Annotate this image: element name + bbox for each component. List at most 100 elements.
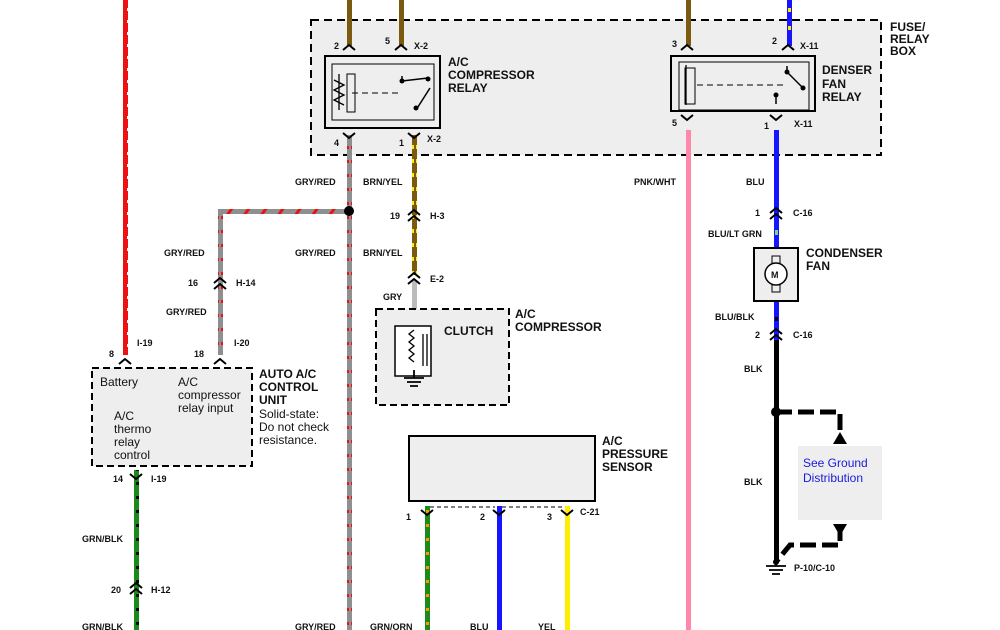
svg-text:compressor: compressor bbox=[178, 388, 241, 402]
svg-text:H-12: H-12 bbox=[151, 585, 171, 595]
svg-text:control: control bbox=[114, 448, 150, 462]
svg-text:COMPRESSOR: COMPRESSOR bbox=[515, 320, 602, 334]
svg-text:I-19: I-19 bbox=[137, 338, 153, 348]
wire-grn-orn bbox=[425, 506, 430, 630]
svg-text:BOX: BOX bbox=[890, 44, 916, 58]
svg-text:X-11: X-11 bbox=[794, 119, 813, 129]
svg-text:FAN: FAN bbox=[822, 77, 846, 91]
ground-distribution-link[interactable]: See Ground bbox=[803, 456, 868, 470]
wire-yel bbox=[565, 506, 570, 630]
svg-text:3: 3 bbox=[672, 39, 677, 49]
wire-labels: GRY/RED BRN/YEL PNK/WHT BLU BLU/LT GRN B… bbox=[82, 177, 765, 630]
svg-text:Do not check: Do not check bbox=[259, 420, 330, 434]
svg-text:BRN/YEL: BRN/YEL bbox=[363, 177, 403, 187]
ground-distribution-link-2[interactable]: Distribution bbox=[803, 471, 863, 485]
svg-text:A/C: A/C bbox=[515, 307, 536, 321]
svg-text:PNK/WHT: PNK/WHT bbox=[634, 177, 676, 187]
svg-text:5: 5 bbox=[672, 118, 677, 128]
svg-text:CLUTCH: CLUTCH bbox=[444, 324, 493, 338]
wire-gry-red-down bbox=[218, 209, 223, 355]
wire-blu-top bbox=[787, 0, 792, 46]
ac-pressure-sensor: A/C PRESSURE SENSOR bbox=[408, 434, 668, 502]
svg-text:I-19: I-19 bbox=[151, 474, 167, 484]
wire-brn-top-right bbox=[686, 0, 691, 46]
wire-grn-blk bbox=[134, 470, 139, 630]
wire-gry-red-main bbox=[347, 135, 352, 630]
svg-text:14: 14 bbox=[113, 474, 123, 484]
svg-text:thermo: thermo bbox=[114, 422, 152, 436]
wire-gry-red-branch bbox=[218, 209, 350, 214]
ac-compressor: CLUTCH A/C COMPRESSOR bbox=[375, 307, 602, 406]
svg-text:BLK: BLK bbox=[744, 364, 763, 374]
wire-blu-sensor bbox=[497, 506, 502, 630]
svg-text:8: 8 bbox=[109, 349, 114, 359]
ac-compressor-relay: A/C COMPRESSOR RELAY 2 5 X-2 4 1 X-2 bbox=[324, 36, 535, 148]
svg-text:I-20: I-20 bbox=[234, 338, 250, 348]
denser-fan-relay: DENSER FAN RELAY 3 2 X-11 5 1 X-11 bbox=[670, 36, 872, 131]
svg-text:16: 16 bbox=[188, 278, 198, 288]
svg-text:RELAY: RELAY bbox=[448, 81, 488, 95]
connectors: 19 H-3 E-2 16 H-14 1 C-16 2 C-16 8 I-19 … bbox=[109, 206, 813, 595]
wire-brn-top-left bbox=[347, 0, 352, 46]
svg-text:A/C: A/C bbox=[602, 434, 623, 448]
svg-text:X-2: X-2 bbox=[414, 41, 428, 51]
svg-text:CONTROL: CONTROL bbox=[259, 380, 318, 394]
svg-text:A/C: A/C bbox=[178, 375, 198, 389]
svg-text:18: 18 bbox=[194, 349, 204, 359]
svg-text:GRN/ORN: GRN/ORN bbox=[370, 622, 413, 630]
svg-text:RELAY: RELAY bbox=[890, 32, 930, 46]
svg-text:4: 4 bbox=[334, 138, 339, 148]
svg-text:BLK: BLK bbox=[744, 477, 763, 487]
svg-text:GRY/RED: GRY/RED bbox=[295, 248, 336, 258]
svg-text:19: 19 bbox=[390, 211, 400, 221]
svg-text:E-2: E-2 bbox=[430, 274, 444, 284]
svg-text:1: 1 bbox=[399, 138, 404, 148]
svg-text:2: 2 bbox=[480, 512, 485, 522]
svg-text:CONDENSER: CONDENSER bbox=[806, 246, 883, 260]
svg-text:AUTO A/C: AUTO A/C bbox=[259, 367, 317, 381]
ground-distribution-box[interactable]: See Ground Distribution bbox=[798, 446, 882, 520]
svg-text:Solid-state:: Solid-state: bbox=[259, 407, 319, 421]
svg-text:H-14: H-14 bbox=[236, 278, 256, 288]
svg-text:BLU/LT GRN: BLU/LT GRN bbox=[708, 229, 762, 239]
svg-text:BLU/BLK: BLU/BLK bbox=[715, 312, 755, 322]
svg-text:GRY/RED: GRY/RED bbox=[166, 307, 207, 317]
svg-text:SENSOR: SENSOR bbox=[602, 460, 653, 474]
svg-text:relay: relay bbox=[114, 435, 140, 449]
svg-text:X-11: X-11 bbox=[800, 41, 819, 51]
condenser-fan: M CONDENSER FAN bbox=[753, 246, 883, 302]
svg-text:GRY/RED: GRY/RED bbox=[164, 248, 205, 258]
chassis-ground: P-10/C-10 bbox=[766, 559, 835, 575]
svg-text:YEL: YEL bbox=[538, 622, 556, 630]
splice-gry-red bbox=[344, 206, 354, 216]
svg-text:DENSER: DENSER bbox=[822, 63, 872, 77]
svg-text:GRY: GRY bbox=[383, 292, 402, 302]
wires bbox=[123, 0, 847, 630]
svg-text:C-16: C-16 bbox=[793, 208, 813, 218]
svg-text:Battery: Battery bbox=[100, 375, 138, 389]
wire-gry bbox=[412, 280, 417, 330]
svg-text:PRESSURE: PRESSURE bbox=[602, 447, 668, 461]
svg-text:H-3: H-3 bbox=[430, 211, 445, 221]
wire-pnk-wht bbox=[686, 130, 691, 630]
svg-text:GRY/RED: GRY/RED bbox=[295, 177, 336, 187]
svg-text:3: 3 bbox=[547, 512, 552, 522]
svg-text:GRY/RED: GRY/RED bbox=[295, 622, 336, 630]
svg-text:FUSE/: FUSE/ bbox=[890, 20, 926, 34]
svg-text:BRN/YEL: BRN/YEL bbox=[363, 248, 403, 258]
wire-blu bbox=[774, 130, 779, 247]
auto-ac-control-unit: Battery A/C compressor relay input A/C t… bbox=[91, 367, 330, 467]
svg-text:FAN: FAN bbox=[806, 259, 830, 273]
svg-text:P-10/C-10: P-10/C-10 bbox=[794, 563, 835, 573]
svg-text:COMPRESSOR: COMPRESSOR bbox=[448, 68, 535, 82]
svg-text:2: 2 bbox=[334, 41, 339, 51]
svg-text:2: 2 bbox=[755, 330, 760, 340]
svg-text:1: 1 bbox=[764, 121, 769, 131]
svg-text:A/C: A/C bbox=[114, 409, 134, 423]
svg-text:5: 5 bbox=[385, 36, 390, 46]
svg-text:GRN/BLK: GRN/BLK bbox=[82, 622, 123, 630]
svg-text:RELAY: RELAY bbox=[822, 90, 862, 104]
wire-brn-top-mid bbox=[399, 0, 404, 46]
svg-text:BLU: BLU bbox=[470, 622, 489, 630]
